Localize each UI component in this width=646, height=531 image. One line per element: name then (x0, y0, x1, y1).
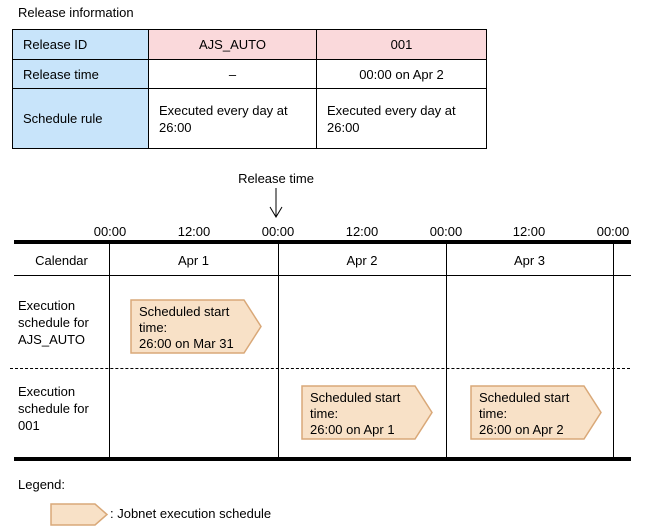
release-info-table: Release ID AJS_AUTO 001 Release time – 0… (12, 29, 487, 149)
pentagon-arrow-icon (301, 385, 433, 440)
release-time-header: Release time (12, 59, 149, 89)
day-boundary-line (446, 240, 447, 461)
table-row: Release ID AJS_AUTO 001 (12, 29, 487, 60)
time-tick: 00:00 (596, 224, 630, 239)
shape-text: Scheduled start time: 26:00 on Apr 2 (479, 390, 570, 437)
table-row: Schedule rule Executed every day at 26:0… (12, 88, 487, 149)
day-label: Apr 1 (177, 253, 210, 268)
time-tick: 00:00 (261, 224, 295, 239)
schedule-rule-value: Executed every day at 26:00 (316, 88, 487, 149)
release-time-value: – (148, 59, 317, 89)
time-tick: 00:00 (429, 224, 463, 239)
release-time-pointer-label: Release time (238, 171, 314, 186)
time-tick: 12:00 (177, 224, 211, 239)
schedule-rule-value: Executed every day at 26:00 (148, 88, 317, 149)
time-tick: 12:00 (345, 224, 379, 239)
release-id-header: Release ID (12, 29, 149, 60)
down-arrow-icon (269, 188, 283, 218)
day-label: Apr 3 (513, 253, 546, 268)
time-tick: 00:00 (93, 224, 127, 239)
diagram-title: Release information (18, 5, 134, 20)
pentagon-arrow-icon (470, 385, 602, 440)
release-id-value: 001 (316, 29, 487, 60)
timeline-top-rule (14, 240, 631, 244)
jobnet-schedule-shape: Scheduled start time: 26:00 on Apr 1 (301, 385, 434, 440)
jobnet-schedule-shape: Scheduled start time: 26:00 on Mar 31 (130, 299, 263, 354)
day-boundary-line (278, 240, 279, 461)
day-label: Apr 2 (346, 253, 378, 268)
schedule-row-label-001: Execution schedule for 001 (18, 384, 89, 433)
shape-text: Scheduled start time: 26:00 on Apr 1 (310, 390, 401, 437)
schedule-row-label-ajs-auto: Execution schedule for AJS_AUTO (18, 298, 89, 347)
release-time-value: 00:00 on Apr 2 (316, 59, 487, 89)
legend-title: Legend: (18, 477, 65, 492)
day-boundary-line (109, 240, 110, 461)
calendar-row-label: Calendar (35, 253, 88, 268)
schedule-rule-header: Schedule rule (12, 88, 149, 149)
schedule-rows-divider (10, 368, 630, 369)
day-boundary-line (613, 240, 614, 461)
time-tick: 12:00 (512, 224, 546, 239)
pentagon-arrow-icon (130, 299, 262, 354)
legend-item-label: : Jobnet execution schedule (110, 506, 272, 521)
timeline-bottom-rule (14, 457, 631, 461)
calendar-row-divider (14, 275, 631, 276)
release-id-value: AJS_AUTO (148, 29, 317, 60)
shape-text: Scheduled start time: 26:00 on Mar 31 (139, 304, 234, 351)
table-row: Release time – 00:00 on Apr 2 (12, 59, 487, 89)
jobnet-schedule-shape: Scheduled start time: 26:00 on Apr 2 (470, 385, 603, 440)
pentagon-arrow-icon (50, 503, 109, 526)
